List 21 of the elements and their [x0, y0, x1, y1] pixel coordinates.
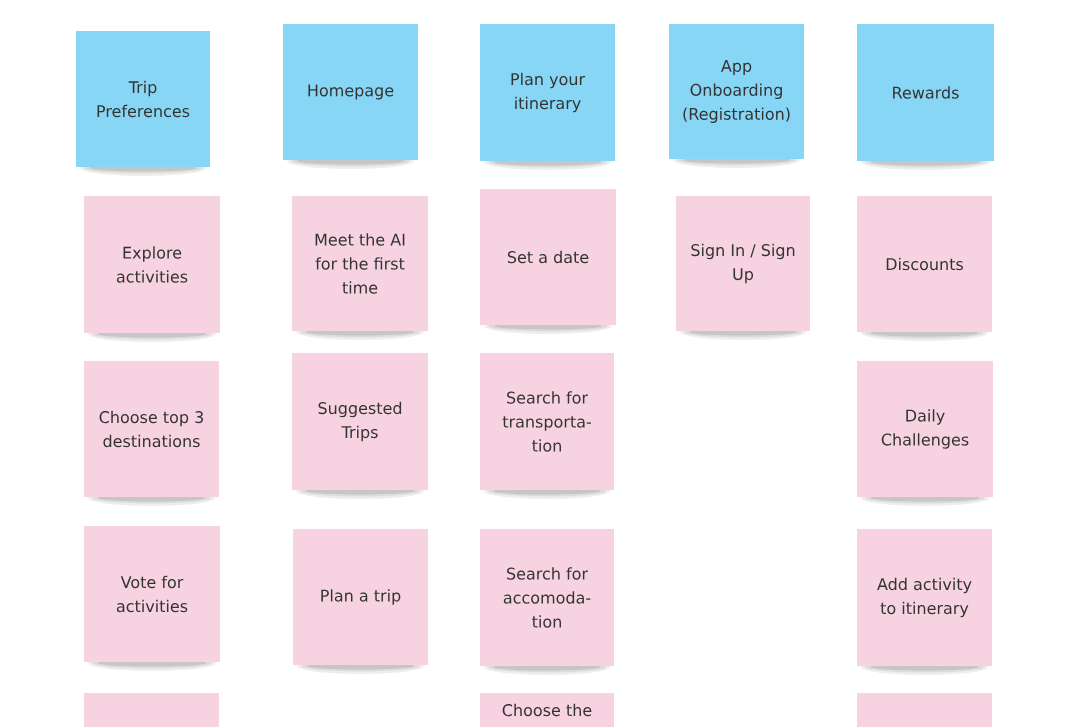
sticky-note: App Onboarding (Registration) [669, 24, 804, 168]
sticky-note: Meet the AI for the first time [292, 196, 428, 340]
sticky-note: Homepage [283, 24, 418, 169]
sticky-note [857, 693, 992, 727]
sticky-note: Explore activities [84, 196, 220, 342]
sticky-note: Suggested Trips [292, 353, 428, 499]
sticky-note: Plan a trip [293, 529, 428, 674]
sticky-note: Rewards [857, 24, 994, 170]
sticky-note: Daily Challenges [857, 361, 993, 506]
sticky-note: Sign In / Sign Up [676, 196, 810, 340]
sticky-note: Set a date [480, 189, 616, 334]
sticky-note: Discounts [857, 196, 992, 341]
sticky-note: Choose top 3 destinations [84, 361, 219, 506]
sticky-note: Search for transporta-tion [480, 353, 614, 499]
sticky-note: Plan your itinerary [480, 24, 615, 170]
sticky-note: Add activity to itinerary [857, 529, 992, 675]
sticky-note: Vote for activities [84, 526, 220, 671]
sticky-note: Choose the [480, 693, 614, 727]
sticky-note: Search for accomoda-tion [480, 529, 614, 675]
sticky-note: Trip Preferences [76, 31, 210, 176]
sticky-note [84, 693, 219, 727]
